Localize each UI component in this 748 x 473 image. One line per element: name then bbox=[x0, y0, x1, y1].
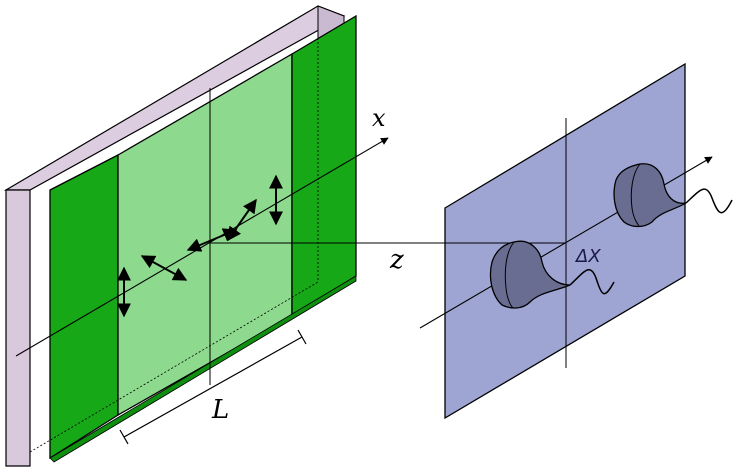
wavepacket-lower-body bbox=[489, 240, 571, 309]
wavepacket-upper bbox=[613, 163, 733, 228]
displacement-label: ΔX bbox=[574, 246, 601, 267]
length-measure bbox=[119, 329, 307, 445]
length-label: L bbox=[211, 395, 229, 425]
mask-right-band bbox=[291, 14, 357, 318]
wavepacket-lower-cap bbox=[504, 241, 515, 309]
length-measure-line bbox=[123, 336, 303, 438]
mask-bottom-edge bbox=[49, 275, 357, 463]
substrate-front-face bbox=[5, 189, 31, 467]
wavepacket-upper-tail bbox=[685, 188, 733, 214]
wavepacket-upper-cap bbox=[630, 163, 641, 227]
double-arrow-4 bbox=[227, 198, 257, 242]
double-arrow-2 bbox=[140, 255, 188, 281]
mask-left-band bbox=[49, 153, 119, 460]
wavepacket-lower-tail bbox=[569, 269, 615, 295]
x-axis-label: x bbox=[372, 104, 386, 132]
detector-screen bbox=[444, 62, 686, 420]
polarization-arrows bbox=[117, 174, 283, 318]
z-axis-label: z bbox=[389, 245, 404, 275]
screen-face bbox=[444, 62, 686, 420]
wavepacket-lower bbox=[489, 240, 615, 309]
length-measure-tick-left bbox=[119, 429, 129, 445]
length-measure-tick-right bbox=[297, 329, 307, 345]
